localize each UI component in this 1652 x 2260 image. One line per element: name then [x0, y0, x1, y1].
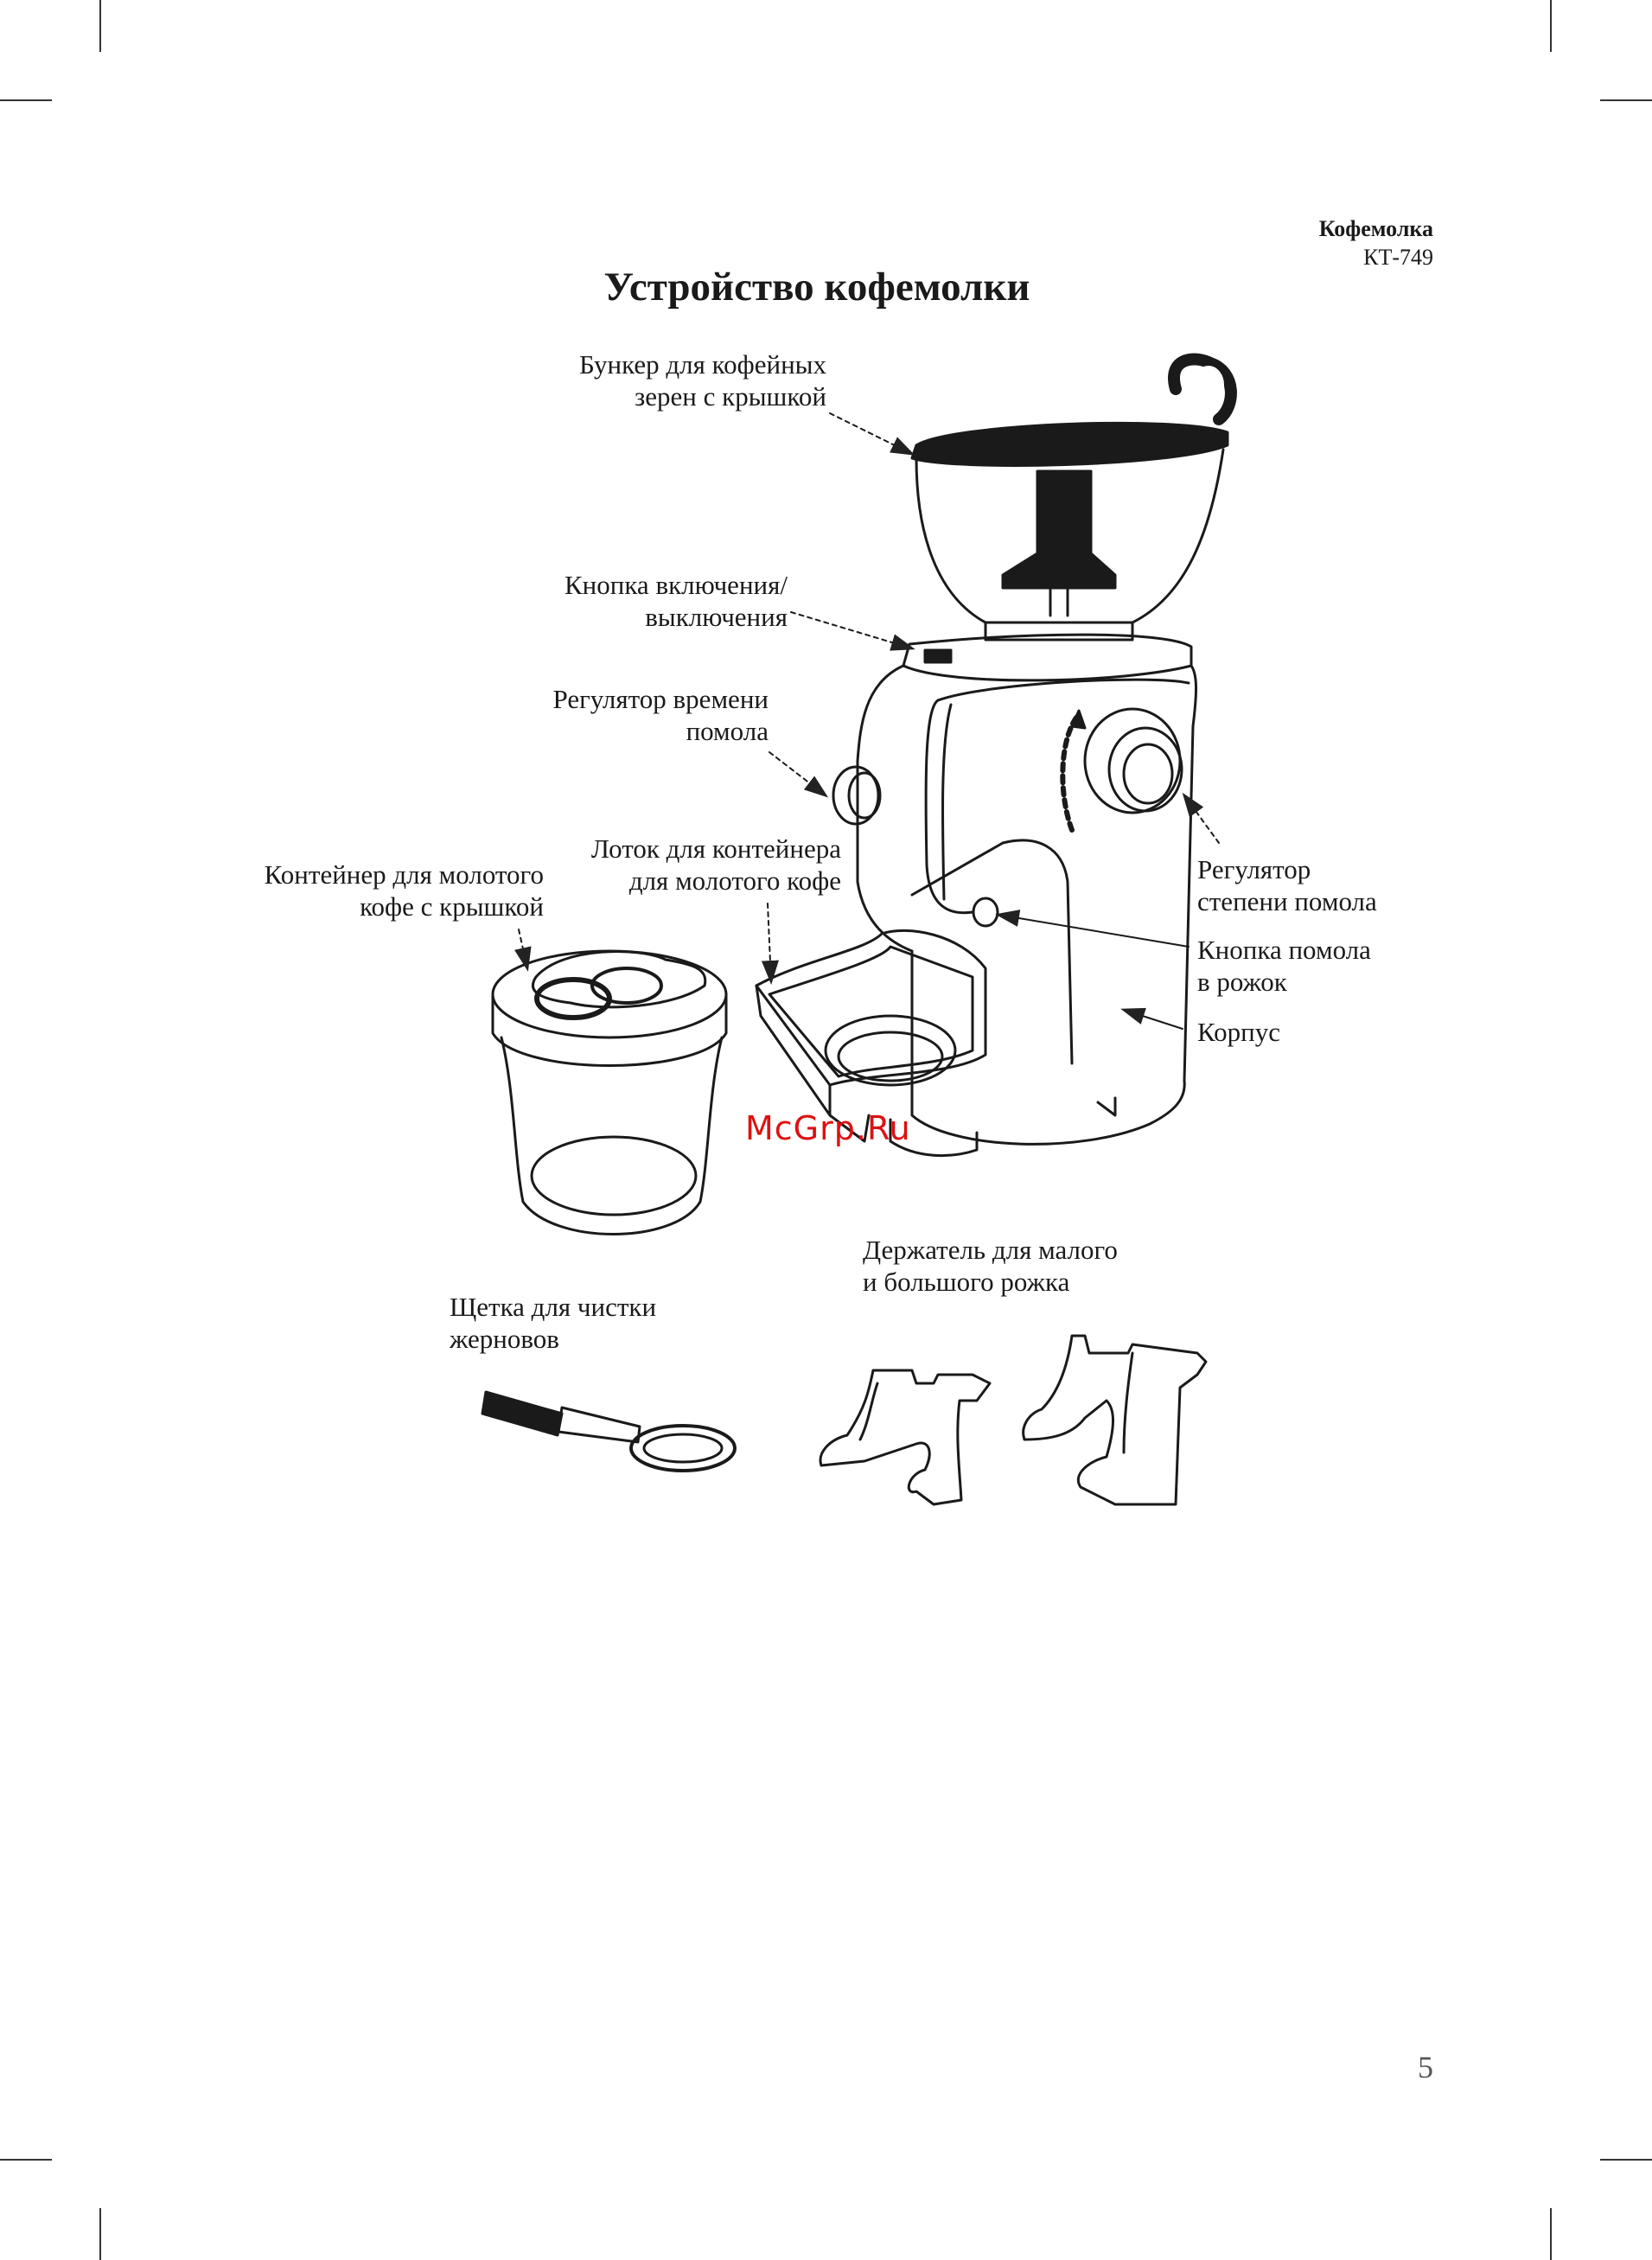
leader-power-button: [791, 612, 912, 648]
label-timer: Регулятор времени помола: [552, 683, 769, 747]
page-number: 5: [1418, 2049, 1433, 2085]
leader-portafilter-button: [998, 915, 1189, 947]
label-hopper: Бункер для кофейных зерен с крышкой: [579, 348, 826, 412]
label-power-button: Кнопка включения/ выключения: [564, 569, 788, 633]
label-portafilter-button: Кнопка помола в рожок: [1197, 934, 1371, 998]
leader-body: [1124, 1010, 1183, 1029]
label-tray: Лоток для контейнера для молотого кофе: [591, 833, 841, 897]
leader-timer: [769, 752, 826, 795]
label-holder: Держатель для малого и большого рожка: [863, 1234, 1118, 1298]
label-body: Корпус: [1197, 1016, 1280, 1048]
label-grind-regulator: Регулятор степени помола: [1197, 853, 1377, 917]
leader-tray: [768, 903, 771, 981]
leader-hopper: [830, 413, 912, 454]
label-container: Контейнер для молотого кофе с крышкой: [265, 859, 544, 923]
label-brush: Щетка для чистки жерновов: [450, 1291, 656, 1355]
leader-container: [519, 929, 527, 968]
watermark: McGrp.Ru: [745, 1109, 911, 1147]
bean-hopper-illustration: [912, 359, 1231, 640]
grinder-body-illustration: [833, 635, 1196, 1155]
brush-illustration: [482, 1392, 735, 1471]
holder-small-illustration: [820, 1370, 990, 1504]
holder-large-illustration: [1024, 1336, 1206, 1504]
container-illustration: [493, 951, 726, 1235]
